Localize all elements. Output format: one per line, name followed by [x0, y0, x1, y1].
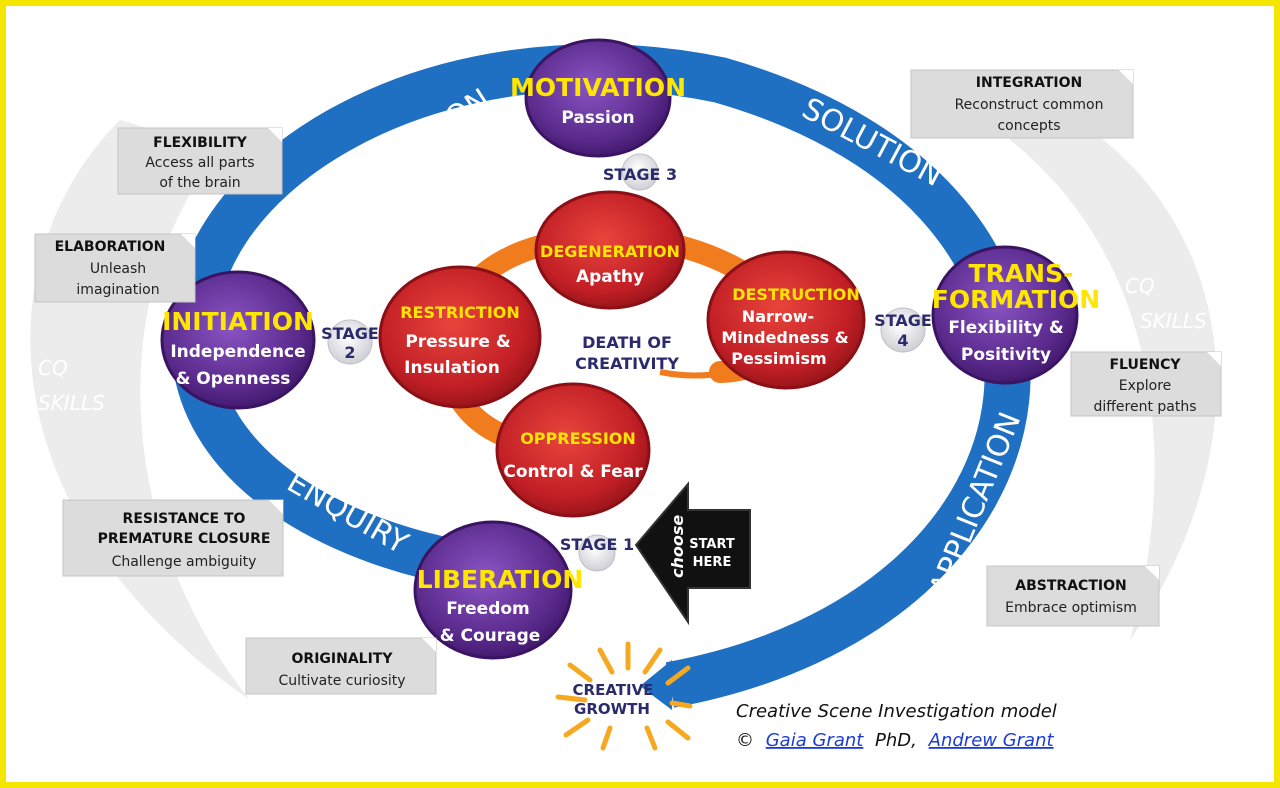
skill-box-resistance: [62, 499, 284, 577]
node-motivation: [524, 38, 672, 158]
skill-flexibility-title: FLEXIBILITY: [153, 135, 248, 151]
start-arrow-start: START: [689, 537, 735, 552]
node-degeneration-title: DEGENERATION: [540, 242, 680, 261]
credit-line2: © Gaia Grant PhD, Andrew Grant: [736, 730, 1054, 751]
skill-elaboration-line1: Unleash: [90, 261, 146, 277]
credit-author2-link[interactable]: Andrew Grant: [928, 730, 1055, 751]
skill-fluency-line2: different paths: [1093, 399, 1196, 415]
stage-4-disk: [880, 307, 926, 353]
node-restriction: [378, 265, 542, 409]
node-liberation: [413, 520, 573, 660]
skill-box-abstraction: [986, 565, 1160, 627]
node-transformation-sub2: Positivity: [961, 345, 1051, 365]
stage-2-label-b: 2: [344, 343, 355, 362]
node-restriction-sub2: Insulation: [404, 358, 500, 378]
stage-4-label-b: 4: [897, 331, 908, 350]
node-transformation-title2: FORMATION: [932, 285, 1100, 314]
creative-growth-line1: CREATIVE: [573, 681, 654, 699]
skill-integration-line1: Reconstruct common: [955, 97, 1104, 113]
stage-2-label-a: STAGE: [321, 324, 379, 343]
node-initiation-sub2: & Openness: [176, 369, 291, 389]
node-destruction-sub3: Pessimism: [731, 349, 826, 368]
skill-fluency-title: FLUENCY: [1109, 357, 1181, 373]
node-transformation: [931, 245, 1079, 385]
skill-flexibility-line1: Access all parts: [145, 155, 254, 171]
stage-3-label: STAGE 3: [603, 165, 677, 184]
skill-abstraction-line1: Embrace optimism: [1005, 600, 1137, 616]
start-here-arrow: [634, 481, 751, 626]
node-degeneration: [534, 190, 686, 310]
node-liberation-sub2: & Courage: [440, 626, 541, 646]
skill-abstraction-title: ABSTRACTION: [1015, 578, 1126, 594]
stage-1-disk: [578, 534, 616, 572]
node-initiation: [160, 270, 316, 410]
start-arrow-choose: choose: [668, 515, 687, 578]
skill-resistance-title2: PREMATURE CLOSURE: [98, 531, 271, 547]
skill-originality-line1: Cultivate curiosity: [278, 673, 405, 689]
ring-arrowhead: [640, 660, 672, 710]
node-restriction-title: RESTRICTION: [400, 303, 520, 322]
stage-2-disk: [327, 319, 373, 365]
skill-resistance-title1: RESISTANCE TO: [123, 511, 246, 527]
skill-box-integration: [910, 69, 1134, 139]
node-initiation-title: INITIATION: [162, 307, 314, 336]
node-degeneration-sub: Apathy: [576, 267, 644, 287]
node-transformation-title1: TRANS-: [969, 259, 1074, 288]
skill-elaboration-title: ELABORATION: [55, 239, 166, 255]
node-oppression-sub: Control & Fear: [503, 462, 643, 482]
skill-box-flexibility: [117, 127, 283, 195]
credit-suffix: PhD,: [875, 730, 917, 751]
skill-integration-line2: concepts: [997, 118, 1060, 134]
cq-skills-left-line1: CQ: [38, 356, 68, 380]
node-restriction-sub1: Pressure &: [405, 332, 511, 352]
creative-growth-line2: GROWTH: [574, 700, 650, 718]
node-liberation-sub1: Freedom: [446, 599, 530, 619]
skill-originality-title: ORIGINALITY: [292, 651, 394, 667]
skill-box-fluency: [1070, 351, 1222, 417]
cq-skills-left-line2: SKILLS: [38, 391, 105, 415]
node-oppression-title: OPPRESSION: [520, 429, 636, 448]
node-oppression: [495, 382, 651, 518]
stage-3-disk: [621, 153, 659, 191]
skill-box-originality: [245, 637, 437, 695]
node-destruction: [706, 250, 866, 390]
node-transformation-sub1: Flexibility &: [948, 318, 1064, 338]
node-initiation-sub1: Independence: [170, 342, 305, 362]
stage-1-label: STAGE 1: [560, 535, 634, 554]
node-destruction-title: DESTRUCTION: [732, 285, 860, 304]
death-of-creativity-line2: CREATIVITY: [575, 354, 679, 373]
node-liberation-title: LIBERATION: [417, 565, 584, 594]
node-motivation-title: MOTIVATION: [510, 73, 686, 102]
node-motivation-sub: Passion: [561, 108, 634, 128]
skill-fluency-line1: Explore: [1119, 378, 1172, 394]
skill-flexibility-line2: of the brain: [159, 175, 240, 191]
skill-resistance-line1: Challenge ambiguity: [112, 554, 257, 570]
skill-box-elaboration: [34, 233, 196, 303]
node-destruction-sub2: Mindedness &: [721, 328, 848, 347]
cq-skills-right-line1: CQ: [1125, 274, 1155, 298]
credit-copyright: ©: [736, 730, 754, 751]
skill-integration-title: INTEGRATION: [976, 75, 1082, 91]
node-destruction-sub1: Narrow-: [742, 307, 814, 326]
skill-elaboration-line2: imagination: [76, 282, 159, 298]
credit-line1: Creative Scene Investigation model: [736, 701, 1057, 722]
cq-skills-right-line2: SKILLS: [1140, 309, 1207, 333]
death-of-creativity-line1: DEATH OF: [582, 333, 672, 352]
creative-growth-burst: [555, 641, 693, 751]
credit-author1-link[interactable]: Gaia Grant: [766, 730, 865, 751]
stage-4-label-a: STAGE: [874, 311, 932, 330]
start-arrow-here: HERE: [693, 555, 732, 570]
